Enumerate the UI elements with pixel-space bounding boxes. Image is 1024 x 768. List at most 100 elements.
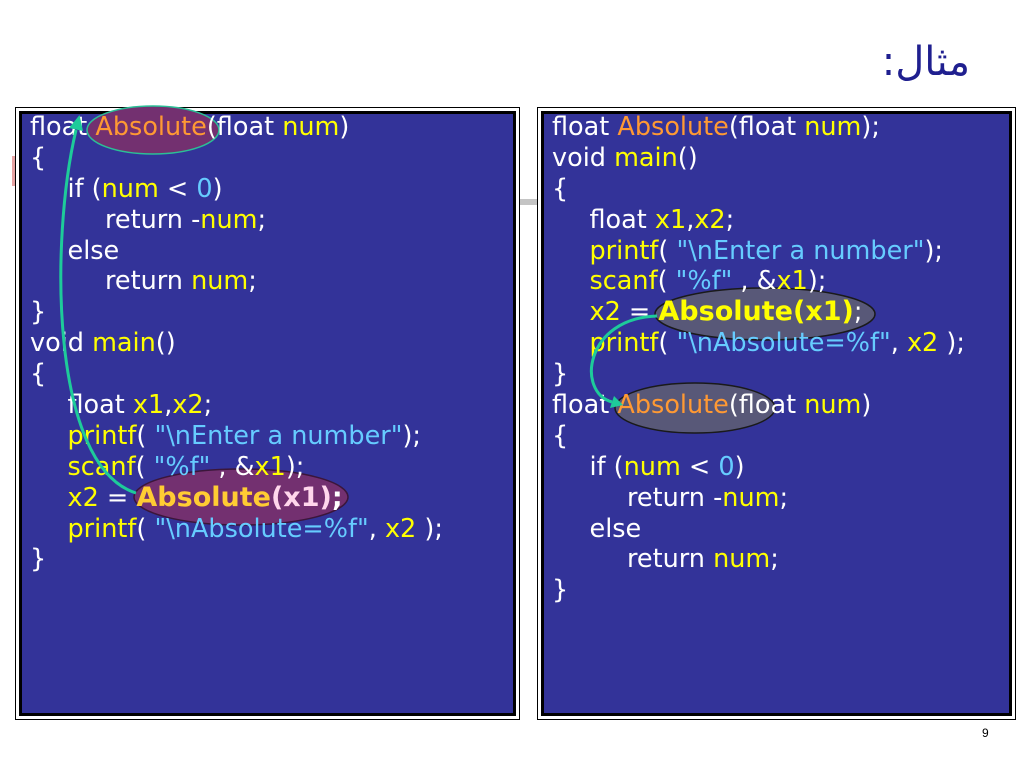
code-token: printf <box>67 420 137 451</box>
template-accent-line <box>520 199 537 205</box>
code-token: "%f" <box>675 266 733 297</box>
code-token: { <box>552 420 569 451</box>
code-token: num <box>200 204 258 235</box>
code-token: printf <box>589 328 659 359</box>
code-line: x2 = Absolute(x1); <box>552 296 1009 328</box>
code-token: x2 <box>906 328 939 359</box>
code-token: () <box>677 142 698 173</box>
code-token: ; <box>248 266 257 297</box>
code-line: return -num; <box>552 483 1009 514</box>
code-token: Absolute <box>95 112 207 142</box>
code-token: ; <box>770 544 779 575</box>
code-token: return <box>105 266 192 297</box>
code-line: printf( "\nEnter a number"); <box>552 236 1009 267</box>
code-token: num <box>713 544 771 575</box>
code-token: ; <box>331 481 343 513</box>
code-token: , <box>890 328 907 359</box>
code-token: num <box>722 482 780 513</box>
code-token: Absolute <box>617 390 729 421</box>
code-token: } <box>552 575 569 606</box>
code-token: num <box>804 112 862 142</box>
code-token: x1 <box>132 390 165 421</box>
code-token: () <box>155 328 176 359</box>
code-token: , <box>686 204 695 235</box>
code-token: void <box>552 142 615 173</box>
code-token: ; <box>725 204 735 235</box>
code-token: else <box>67 235 120 266</box>
code-token: (float <box>728 390 805 421</box>
code-line: printf( "\nEnter a number"); <box>30 421 513 452</box>
code-line: printf( "\nAbsolute=%f", x2 ); <box>552 328 1009 359</box>
code-token: num <box>191 266 249 297</box>
code-token: (float <box>728 112 805 142</box>
code-token: "\nAbsolute=%f" <box>154 513 369 544</box>
code-token: else <box>589 513 642 544</box>
code-line: { <box>30 359 513 390</box>
code-token: if ( <box>67 173 102 204</box>
code-token: 0 <box>196 173 213 204</box>
code-token: ); <box>402 420 422 451</box>
code-token: < <box>680 451 719 482</box>
code-token: printf <box>589 235 659 266</box>
code-token: Absolute(x1) <box>658 296 854 328</box>
code-line: void main() <box>30 328 513 359</box>
right-code-panel: float Absolute(float num);void main(){fl… <box>537 107 1016 720</box>
code-token: x1 <box>654 204 687 235</box>
code-line: else <box>552 514 1009 545</box>
code-token: num <box>623 451 681 482</box>
code-line: float Absolute(float num) <box>552 390 1009 421</box>
code-token: ); <box>285 451 305 482</box>
left-code-panel-background: float Absolute(float num){if (num < 0)re… <box>19 111 516 716</box>
code-line: if (num < 0) <box>552 452 1009 483</box>
code-token: ( <box>136 513 155 544</box>
code-token: { <box>30 142 47 173</box>
code-token: "%f" <box>153 451 211 482</box>
code-line: scanf( "%f" , &x1); <box>30 452 513 483</box>
code-token: scanf <box>67 451 136 482</box>
code-token: ) <box>861 390 872 421</box>
code-line: } <box>30 544 513 575</box>
code-token: ); <box>938 328 965 359</box>
code-line: return num; <box>30 266 513 297</box>
code-token: x2 <box>67 482 99 513</box>
code-token: x1 <box>254 451 286 482</box>
code-token: { <box>552 173 569 204</box>
code-token: return - <box>105 204 201 235</box>
code-token: scanf <box>589 266 658 297</box>
code-token: x2 <box>172 390 204 421</box>
code-token: ); <box>416 513 443 544</box>
code-line: float Absolute(float num) <box>30 112 513 143</box>
code-token: void <box>30 328 93 359</box>
code-token: } <box>552 359 569 390</box>
code-token: ; <box>853 297 863 328</box>
code-token: , & <box>732 266 777 297</box>
code-token: ; <box>203 390 213 421</box>
code-token: "\nEnter a number" <box>676 235 925 266</box>
code-line: printf( "\nAbsolute=%f", x2 ); <box>30 514 513 545</box>
code-line: float Absolute(float num); <box>552 112 1009 143</box>
code-token: (float <box>206 112 283 142</box>
code-token: Absolute <box>617 112 729 142</box>
code-token: Absolute <box>136 481 271 513</box>
code-token: x2 <box>384 513 417 544</box>
code-line: } <box>30 297 513 328</box>
code-token: } <box>30 544 47 575</box>
code-line: x2 = Absolute(x1); <box>30 481 513 514</box>
code-token: main <box>92 328 156 359</box>
code-line: float x1,x2; <box>30 390 513 421</box>
code-token: return - <box>627 482 723 513</box>
code-token: 0 <box>718 451 735 482</box>
code-token: } <box>30 297 47 328</box>
code-token: ); <box>924 235 944 266</box>
code-token: ( <box>658 328 677 359</box>
code-token: x1 <box>776 266 808 297</box>
code-token: main <box>614 142 678 173</box>
code-token: return <box>627 544 714 575</box>
code-token: x2 <box>694 204 726 235</box>
code-token: (x1) <box>270 481 332 513</box>
code-token: ( <box>658 235 677 266</box>
right-code-panel-background: float Absolute(float num);void main(){fl… <box>541 111 1012 716</box>
code-line: return num; <box>552 544 1009 575</box>
slide-title: مثال: <box>881 39 970 85</box>
